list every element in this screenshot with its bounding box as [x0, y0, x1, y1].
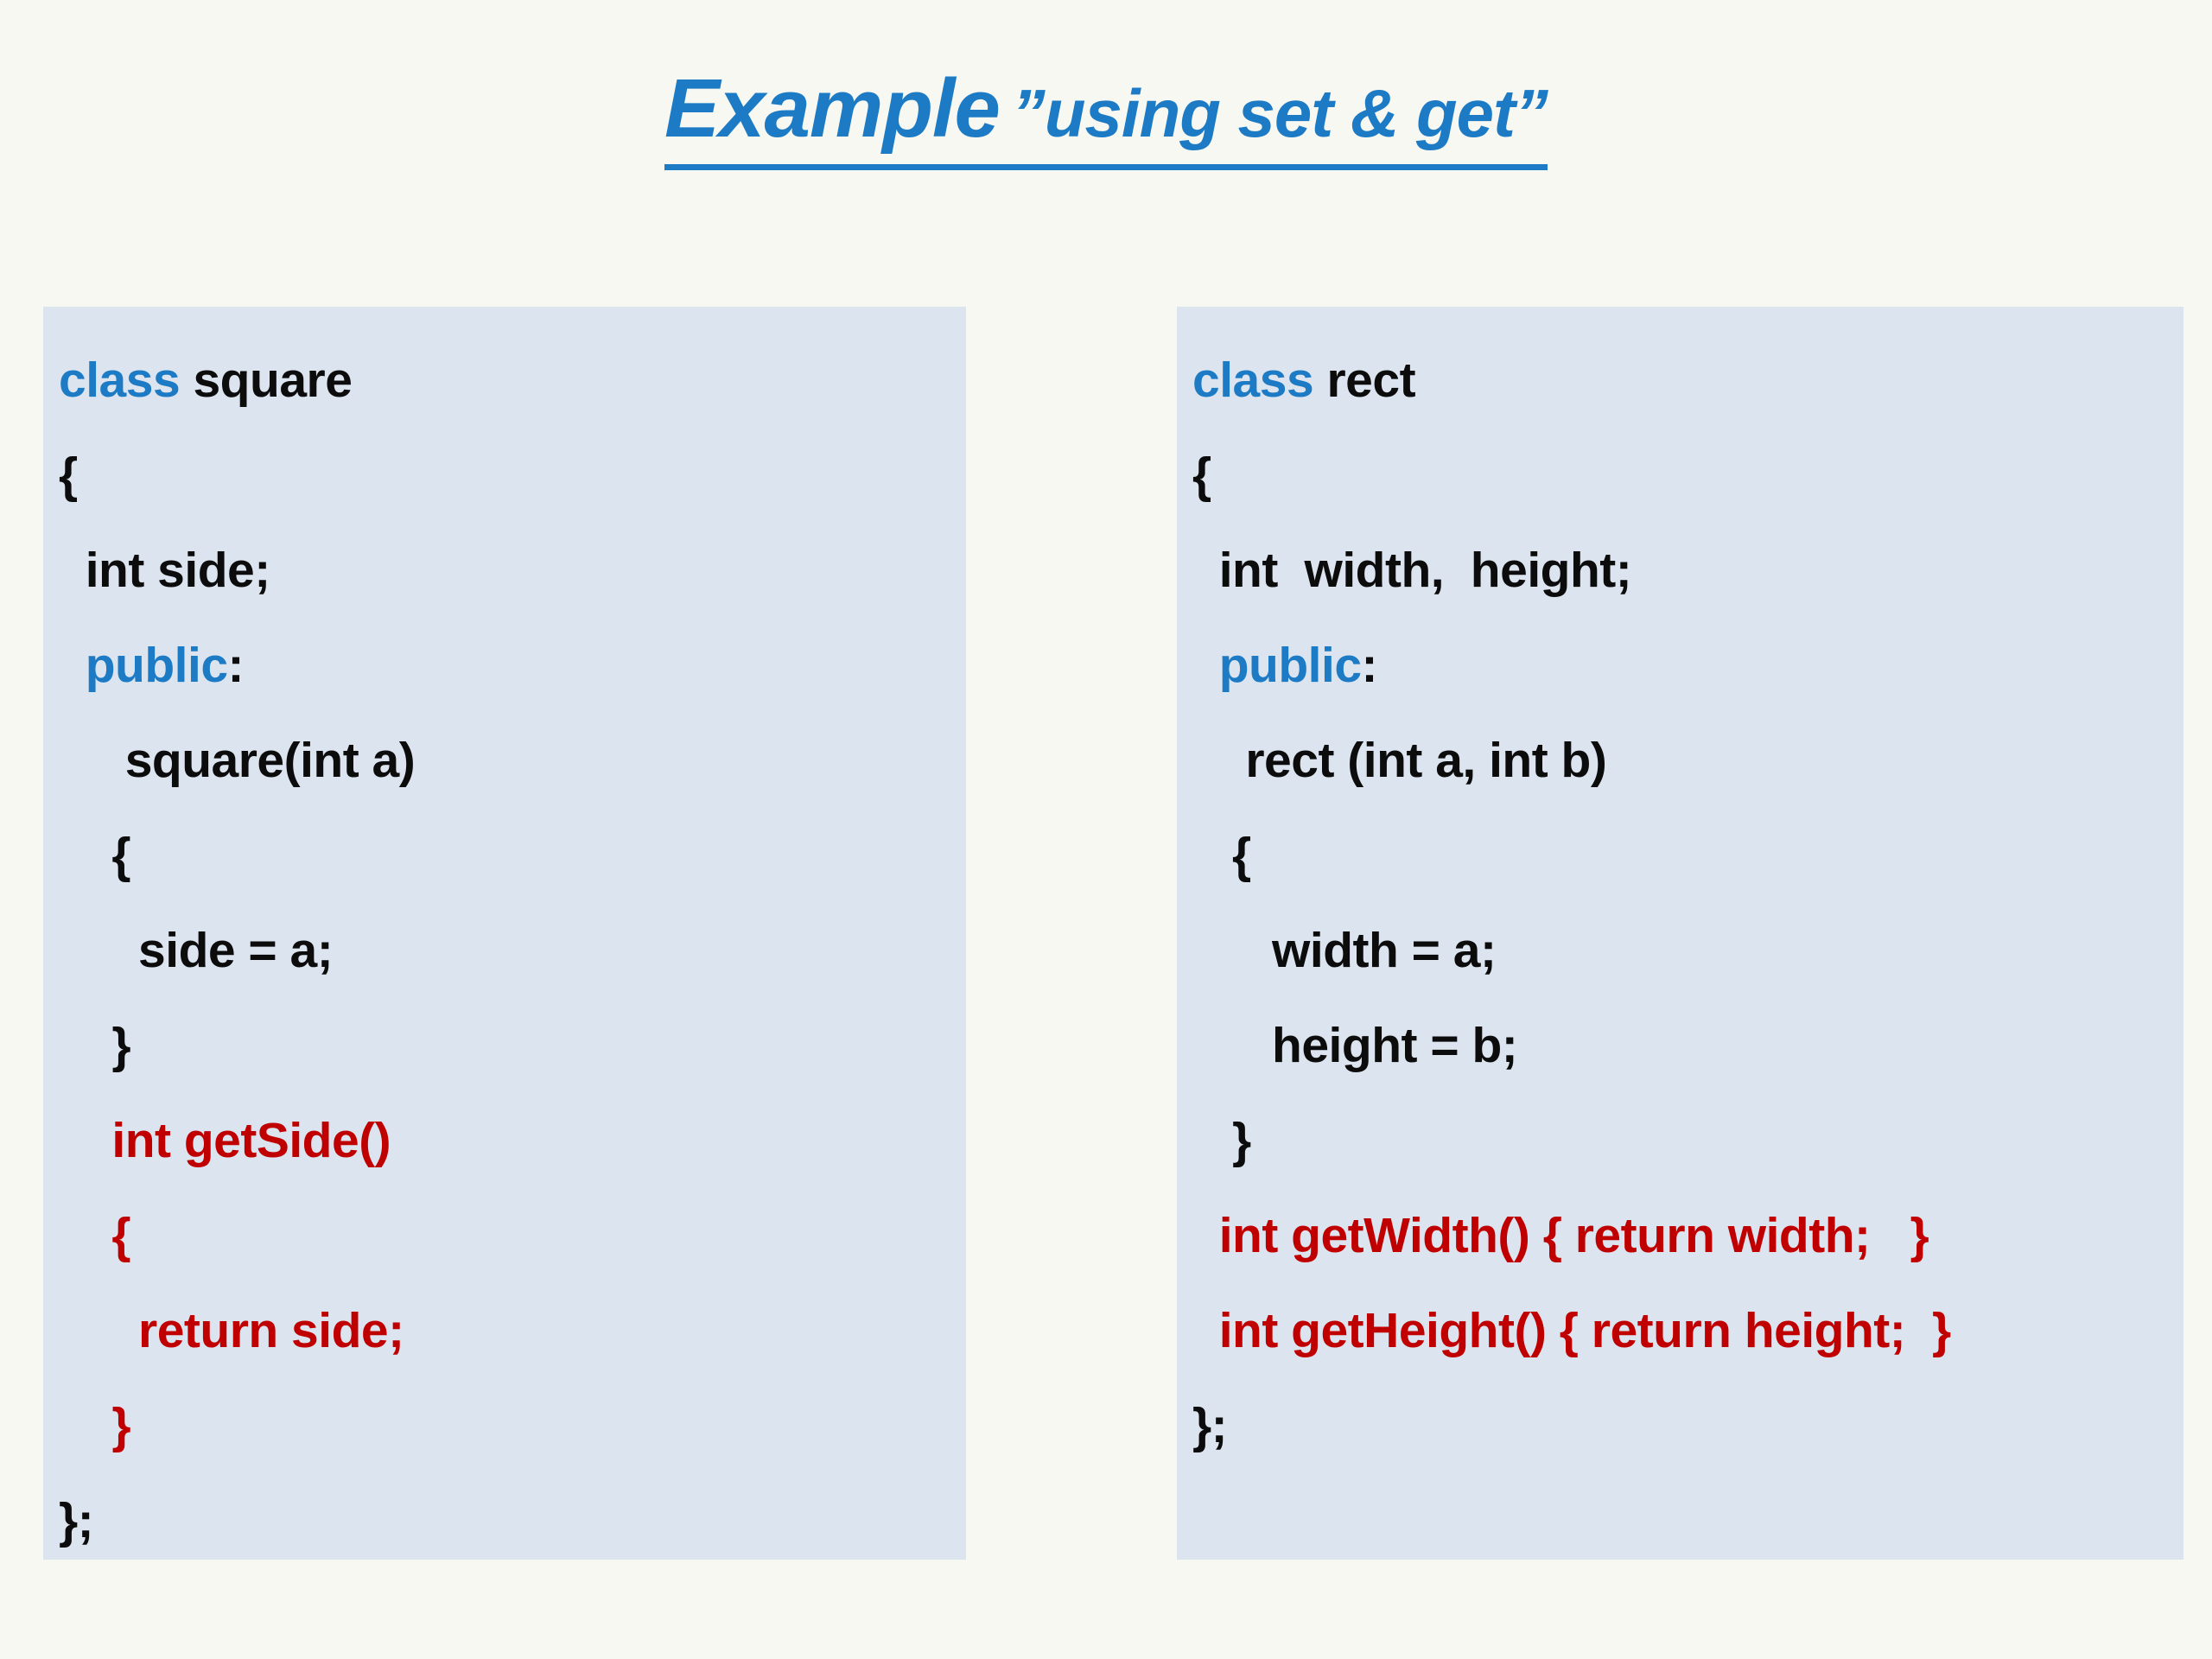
code-panel-square: class square { int side; public: square(i… [43, 307, 966, 1560]
code-indent [59, 923, 138, 978]
code-token: int width, height; [1218, 543, 1632, 598]
page-title-underline-wrap: Example”using set & get” [664, 67, 1548, 170]
code-token: public [1218, 638, 1362, 693]
code-line: { [43, 1188, 966, 1283]
code-line: int getWidth() { return width; } [1177, 1188, 2183, 1283]
code-line: square(int a) [43, 713, 966, 808]
code-line: class rect [1177, 333, 2183, 428]
code-token: }; [59, 1493, 94, 1548]
code-token: int side; [85, 543, 271, 598]
code-line: { [43, 428, 966, 523]
code-token: } [111, 1398, 131, 1453]
code-line: }; [1177, 1378, 2183, 1473]
code-indent [59, 828, 111, 883]
code-line: } [43, 998, 966, 1093]
code-token: height = b; [1272, 1018, 1518, 1073]
code-indent [1192, 1018, 1272, 1073]
code-indent [1192, 543, 1219, 598]
code-token: { [111, 1208, 131, 1263]
code-token: int getWidth() { return width; } [1218, 1208, 1929, 1263]
code-token: class [1192, 353, 1327, 408]
code-token: class [59, 353, 194, 408]
code-line: }; [43, 1473, 966, 1568]
code-line: rect (int a, int b) [1177, 713, 2183, 808]
code-token: public [85, 638, 228, 693]
code-indent [59, 543, 86, 598]
code-line: return side; [43, 1283, 966, 1378]
code-token: width = a; [1272, 923, 1497, 978]
code-line: int getHeight() { return height; } [1177, 1283, 2183, 1378]
code-token: { [59, 448, 78, 503]
code-line: int getSide() [43, 1093, 966, 1188]
code-line: } [43, 1378, 966, 1473]
code-line: width = a; [1177, 903, 2183, 998]
code-token: { [1192, 448, 1211, 503]
code-token: square [193, 353, 353, 408]
code-line: public: [43, 618, 966, 713]
code-indent [1192, 1208, 1219, 1263]
code-token: : [1361, 638, 1378, 693]
code-token: : [227, 638, 245, 693]
code-line: height = b; [1177, 998, 2183, 1093]
page-title-main: Example [664, 62, 1001, 155]
code-line: int width, height; [1177, 523, 2183, 618]
code-panel-rect: class rect { int width, height; public: r… [1177, 307, 2183, 1560]
code-line: side = a; [43, 903, 966, 998]
code-token: { [1232, 828, 1251, 883]
code-indent [1192, 923, 1272, 978]
code-indent [59, 1113, 111, 1168]
code-line: { [1177, 808, 2183, 903]
code-token: } [1232, 1113, 1251, 1168]
code-line: class square [43, 333, 966, 428]
page-title-subtitle: ”using set & get” [1011, 75, 1548, 151]
code-indent [59, 638, 86, 693]
code-indent [59, 733, 125, 788]
code-token: } [111, 1018, 131, 1073]
code-token: return side; [138, 1303, 404, 1358]
code-indent [1192, 828, 1232, 883]
code-line: } [1177, 1093, 2183, 1188]
code-token: side = a; [138, 923, 334, 978]
code-indent [1192, 1113, 1232, 1168]
code-indent [1192, 638, 1219, 693]
code-token: int getHeight() { return height; } [1218, 1303, 1951, 1358]
code-indent [59, 1018, 111, 1073]
code-token: }; [1192, 1398, 1228, 1453]
code-token: rect [1326, 353, 1416, 408]
code-line: { [1177, 428, 2183, 523]
code-indent [59, 1208, 111, 1263]
code-line: { [43, 808, 966, 903]
page-title: Example”using set & get” [0, 67, 2212, 170]
code-line: public: [1177, 618, 2183, 713]
code-line: int side; [43, 523, 966, 618]
code-token: square(int a) [124, 733, 416, 788]
code-token: { [111, 828, 131, 883]
code-indent [1192, 1303, 1219, 1358]
code-indent [1192, 733, 1245, 788]
code-token: int getSide() [111, 1113, 391, 1168]
code-indent [59, 1398, 111, 1453]
code-token: rect (int a, int b) [1245, 733, 1607, 788]
code-indent [59, 1303, 138, 1358]
